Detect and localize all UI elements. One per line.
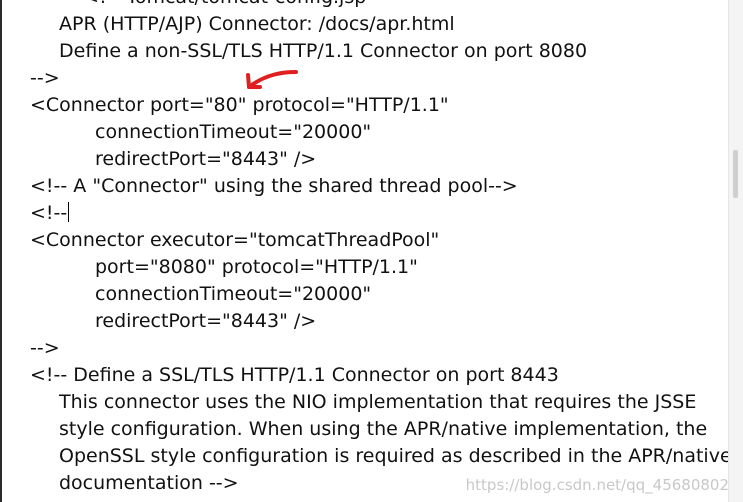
code-line: --> bbox=[30, 67, 60, 89]
code-line: Define a non-SSL/TLS HTTP/1.1 Connector … bbox=[59, 40, 588, 62]
code-line: <!-- A "Connector" using the shared thre… bbox=[30, 175, 518, 197]
code-line-with-caret[interactable]: <!-- bbox=[2, 200, 729, 227]
code-line: This connector uses the NIO implementati… bbox=[59, 391, 697, 413]
code-line: APR (HTTP/AJP) Connector: /docs/apr.html bbox=[59, 13, 455, 35]
code-line: <Connector executor="tomcatThreadPool" bbox=[30, 229, 440, 251]
code-line: documentation --> bbox=[59, 472, 239, 494]
vertical-scrollbar[interactable] bbox=[728, 0, 743, 502]
code-line: <!-- bbox=[2, 497, 729, 502]
code-line: OpenSSL style configuration is required … bbox=[59, 445, 732, 467]
code-line: connectionTimeout="20000" bbox=[95, 283, 372, 305]
text-caret bbox=[68, 202, 70, 222]
code-line: <!-- Tomcat/tomcat-config.jsp bbox=[2, 0, 729, 11]
code-line: connectionTimeout="20000" bbox=[95, 121, 372, 143]
code-line: port="8080" protocol="HTTP/1.1" bbox=[95, 256, 418, 278]
scrollbar-thumb[interactable] bbox=[733, 150, 738, 198]
code-line: <Connector port="80" protocol="HTTP/1.1" bbox=[30, 94, 449, 116]
code-line: <!-- Define a SSL/TLS HTTP/1.1 Connector… bbox=[30, 364, 559, 386]
code-line: --> bbox=[30, 337, 60, 359]
code-line: redirectPort="8443" /> bbox=[95, 310, 317, 332]
watermark-text: https://blog.csdn.net/qq_45680802 bbox=[465, 476, 729, 494]
code-line: redirectPort="8443" /> bbox=[95, 148, 317, 170]
code-line-text: <!-- bbox=[30, 202, 68, 224]
code-line: style configuration. When using the APR/… bbox=[59, 418, 708, 440]
